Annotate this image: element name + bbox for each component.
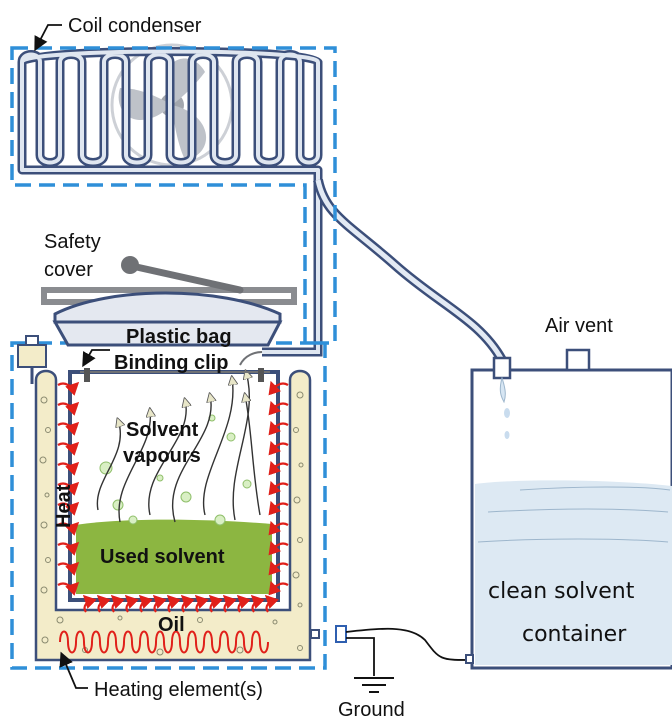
heat-arrows-right <box>268 380 289 596</box>
label-ground: Ground <box>338 699 405 721</box>
used-solvent-liquid <box>76 519 272 594</box>
label-used-solvent: Used solvent <box>100 546 225 568</box>
unit-boundary <box>10 46 337 670</box>
label-oil: Oil <box>158 614 185 636</box>
heat-arrows-bottom <box>82 594 279 613</box>
label-heat: Heat <box>53 484 75 528</box>
ground-symbol-icon <box>354 677 394 693</box>
heat-arrows-left <box>57 381 80 596</box>
label-heating-elements: Heating element(s) <box>94 679 263 701</box>
label-clean-solvent-2: container <box>522 622 627 647</box>
label-clean-solvent-1: clean solvent <box>488 579 635 604</box>
oil-fill-cup <box>17 335 47 384</box>
coil-condenser <box>17 47 323 345</box>
heating-element-coil <box>59 630 269 654</box>
vapour-arrows <box>96 372 261 523</box>
callout-arrows <box>34 24 110 689</box>
label-safety-cover-1: Safety <box>44 231 101 253</box>
label-solvent-vapours-1: Solvent <box>126 419 199 441</box>
label-solvent-vapours-2: vapours <box>123 445 201 467</box>
vapour-bubbles <box>99 414 252 526</box>
plastic-bag <box>80 351 270 382</box>
label-air-vent: Air vent <box>545 315 613 337</box>
condensate-tube <box>313 178 507 363</box>
vessel-lid <box>52 291 283 347</box>
oil-bubbles <box>39 391 304 656</box>
label-plastic-bag: Plastic bag <box>126 326 232 348</box>
label-coil-condenser: Coil condenser <box>68 15 202 37</box>
label-binding-clip: Binding clip <box>114 352 228 374</box>
electrical-connection <box>310 625 473 676</box>
clean-solvent-container <box>465 348 672 670</box>
label-safety-cover-2: cover <box>44 259 93 281</box>
